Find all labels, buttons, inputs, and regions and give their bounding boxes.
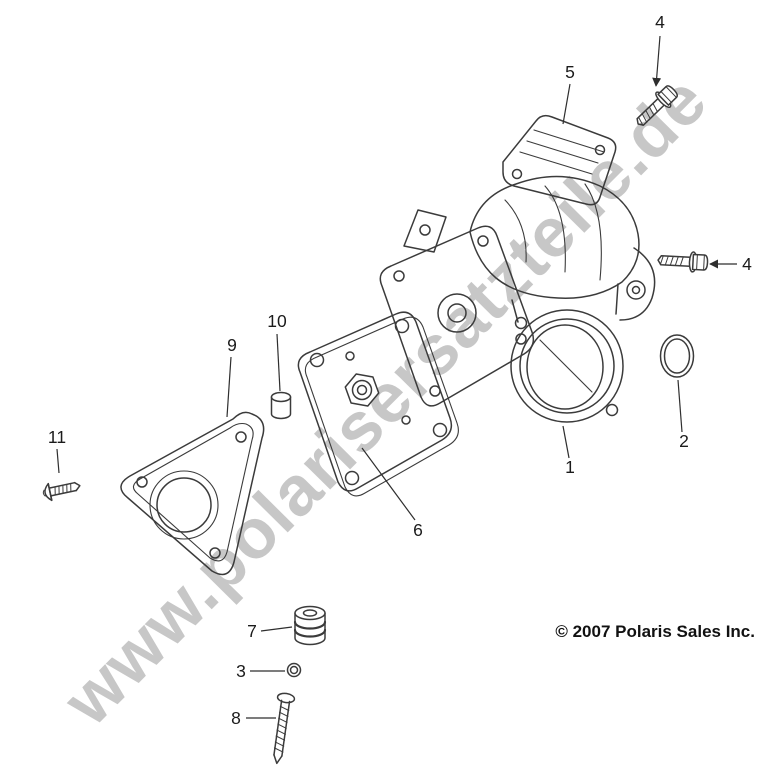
part-screw-left bbox=[42, 481, 81, 502]
part-o-ring bbox=[659, 334, 695, 378]
leader-1 bbox=[562, 425, 570, 459]
callout-label-3: 3 bbox=[236, 661, 246, 681]
leader-9 bbox=[226, 356, 232, 418]
callout-label-8: 8 bbox=[231, 708, 241, 728]
hex-nut bbox=[344, 373, 380, 407]
callout-labels: 4 5 4 2 1 6 10 9 11 7 3 8 bbox=[48, 12, 752, 728]
callout-label-2: 2 bbox=[679, 431, 689, 451]
leader-5 bbox=[562, 83, 571, 125]
callout-label-6: 6 bbox=[413, 520, 423, 540]
leader-2 bbox=[677, 379, 683, 433]
part-small-o-ring bbox=[286, 662, 302, 678]
part-sensor-cover bbox=[502, 114, 617, 206]
callout-label-5: 5 bbox=[565, 62, 575, 82]
callout-label-4-top: 4 bbox=[655, 12, 665, 32]
part-screw-bottom bbox=[273, 692, 296, 765]
callout-label-1: 1 bbox=[565, 457, 575, 477]
leader-6 bbox=[361, 447, 416, 521]
callout-label-10: 10 bbox=[267, 311, 287, 331]
callout-label-7: 7 bbox=[247, 621, 257, 641]
leader-11 bbox=[56, 448, 60, 474]
callout-label-9: 9 bbox=[227, 335, 237, 355]
leader-lines bbox=[56, 35, 737, 719]
part-gasket bbox=[120, 411, 265, 576]
callout-label-11: 11 bbox=[48, 427, 66, 447]
part-bushing bbox=[293, 605, 327, 646]
part-flange-bolt-side bbox=[656, 249, 709, 274]
leader-4-top bbox=[652, 35, 662, 87]
part-throttle-body bbox=[379, 175, 656, 423]
copyright-text: © 2007 Polaris Sales Inc. bbox=[555, 622, 755, 641]
callout-label-4-side: 4 bbox=[742, 254, 752, 274]
leader-10 bbox=[276, 333, 281, 392]
leader-7 bbox=[260, 626, 293, 632]
part-cover-plate bbox=[297, 311, 459, 497]
part-dowel-pin bbox=[270, 391, 292, 420]
